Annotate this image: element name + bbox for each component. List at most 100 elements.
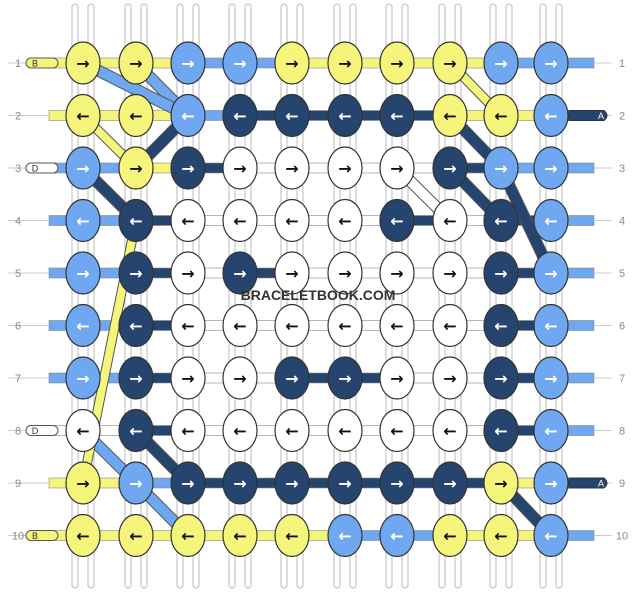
knot-shape xyxy=(65,303,101,348)
knot-shape xyxy=(118,461,154,505)
edge-stub xyxy=(48,110,69,121)
arrow-right-icon: → xyxy=(390,474,403,493)
arrow-left-icon: ← xyxy=(390,422,403,441)
arrow-left-icon: ← xyxy=(390,317,403,336)
knot-connector xyxy=(254,372,278,384)
knot-connector xyxy=(464,267,487,279)
edge-stub xyxy=(565,267,595,279)
arrow-right-icon: → xyxy=(233,369,246,388)
knot-connector xyxy=(202,267,226,279)
knot-shape xyxy=(222,461,258,505)
row-label-left: 1 xyxy=(15,58,21,70)
knot-connector xyxy=(254,215,278,226)
knot-shape xyxy=(118,513,154,558)
knot: ← xyxy=(65,513,101,558)
knot: ← xyxy=(170,198,206,243)
arrow-left-icon: ← xyxy=(338,212,351,231)
arrow-right-icon: → xyxy=(181,159,194,178)
string-tag-left xyxy=(25,530,59,541)
arrow-right-icon: → xyxy=(76,264,89,283)
knot: → xyxy=(274,461,310,505)
knot: ← xyxy=(65,198,101,243)
arrow-left-icon: ← xyxy=(494,317,507,336)
arrow-left-icon: ← xyxy=(76,527,89,546)
knot: ← xyxy=(483,93,519,138)
arrow-right-icon: → xyxy=(544,264,557,283)
arrow-right-icon: → xyxy=(233,474,246,493)
string-tag-letter: D xyxy=(32,426,39,436)
knot-connector xyxy=(515,425,537,436)
knot-shape xyxy=(533,356,569,400)
knot-shape xyxy=(483,146,519,190)
arrow-left-icon: ← xyxy=(390,107,403,126)
knot-connector xyxy=(254,110,278,121)
string-tag-left xyxy=(25,425,59,436)
arrow-right-icon: → xyxy=(181,264,194,283)
watermark: BRACELETBOOK.COM xyxy=(241,287,396,303)
knot: → xyxy=(222,251,258,295)
knot-shape xyxy=(274,513,310,558)
knot-shape xyxy=(533,41,569,85)
arrow-right-icon: → xyxy=(390,54,403,73)
knot-shape xyxy=(483,198,519,243)
knot: ← xyxy=(327,198,363,243)
knot-shape xyxy=(274,93,310,138)
knot-connector xyxy=(97,162,122,174)
knot-shape xyxy=(222,356,258,400)
arrow-right-icon: → xyxy=(443,264,456,283)
arrow-right-icon: → xyxy=(443,474,456,493)
arrow-left-icon: ← xyxy=(390,212,403,231)
knot-connector xyxy=(515,530,537,541)
knot-shape xyxy=(327,251,363,295)
knot-connector xyxy=(150,477,174,489)
knot: ← xyxy=(274,513,310,558)
knot-shape xyxy=(222,408,258,453)
knot-connector xyxy=(306,320,331,331)
arrow-right-icon: → xyxy=(76,369,89,388)
knot: → xyxy=(327,356,363,400)
knot-connector xyxy=(150,162,174,174)
knot: → xyxy=(274,356,310,400)
knot-connector xyxy=(359,372,383,384)
knot-shape xyxy=(170,41,206,85)
arrow-right-icon: → xyxy=(129,159,142,178)
row-label-right: 9 xyxy=(619,478,625,490)
knot-shape xyxy=(274,461,310,505)
knot-shape xyxy=(222,198,258,243)
edge-stub xyxy=(565,320,595,331)
arrow-right-icon: → xyxy=(338,159,351,178)
knot-shape xyxy=(274,408,310,453)
string-tag-letter: B xyxy=(32,59,38,69)
knot-connector xyxy=(464,215,487,226)
knot-shape xyxy=(379,513,415,558)
knot: ← xyxy=(170,93,206,138)
knot: ← xyxy=(379,198,415,243)
knot-shape xyxy=(222,513,258,558)
knot: ← xyxy=(483,303,519,348)
knot-connector xyxy=(464,530,487,541)
arrow-right-icon: → xyxy=(494,474,507,493)
knot: ← xyxy=(432,198,468,243)
knot-connector xyxy=(359,110,383,121)
arrow-left-icon: ← xyxy=(544,422,557,441)
knot: ← xyxy=(483,408,519,453)
knot: → xyxy=(118,251,154,295)
knot-shape xyxy=(222,41,258,85)
arrow-left-icon: ← xyxy=(285,107,298,126)
knot-shape xyxy=(327,198,363,243)
knot: → xyxy=(379,146,415,190)
knot-connector xyxy=(97,267,122,279)
knot-shape xyxy=(483,461,519,505)
knot: ← xyxy=(274,93,310,138)
knot: ← xyxy=(170,513,206,558)
knot-shape xyxy=(118,198,154,243)
knot-connector xyxy=(306,530,331,541)
knot: ← xyxy=(65,303,101,348)
edge-stub xyxy=(48,372,69,384)
arrow-left-icon: ← xyxy=(544,317,557,336)
arrow-left-icon: ← xyxy=(181,107,194,126)
knot: ← xyxy=(118,408,154,453)
knot: → xyxy=(533,251,569,295)
knot-shape xyxy=(65,251,101,295)
